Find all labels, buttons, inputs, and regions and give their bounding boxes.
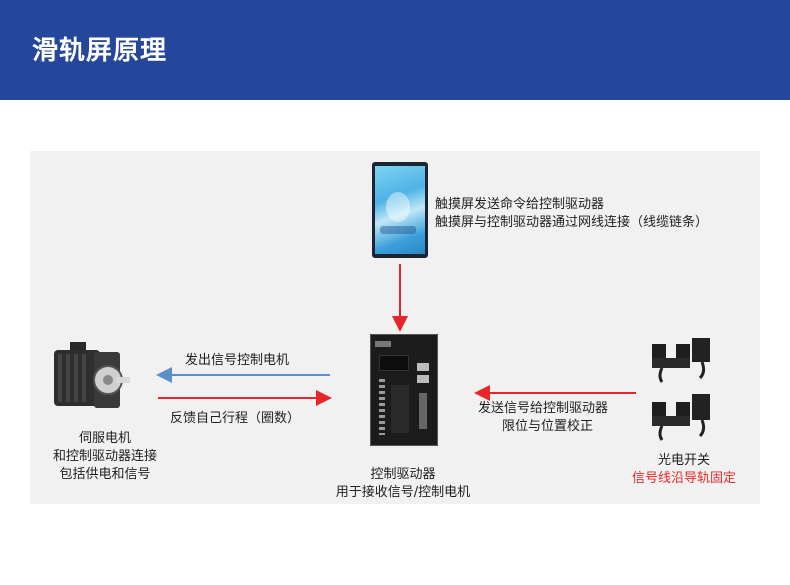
touchscreen-image [372, 162, 428, 258]
servo-motor-desc-line2: 和控制驱动器连接 [52, 449, 157, 464]
page-title: 滑轨屏原理 [32, 36, 168, 66]
touchscreen-desc-line1: 触摸屏发送命令给控制驱动器 [435, 197, 605, 212]
arrow-label-to-motor: 发出信号控制电机 [185, 353, 290, 368]
driver-image [370, 334, 438, 446]
sensor-desc-line1: 光电开关 [657, 453, 710, 468]
sensor-desc-line2: 信号线沿导轨固定 [631, 471, 736, 486]
photoelectric-switch-image [650, 332, 714, 442]
servo-motor-image [48, 340, 132, 420]
driver-desc-line1: 控制驱动器 [370, 467, 436, 482]
servo-motor-desc-line3: 包括供电和信号 [59, 467, 151, 482]
touchscreen-desc-line2: 触摸屏与控制驱动器通过网线连接（线缆链条） [435, 215, 709, 230]
arrow-label-from-motor: 反馈自己行程（圈数） [170, 411, 301, 426]
arrow-label-from-sensor-line1: 发送信号给控制驱动器 [478, 401, 609, 416]
servo-motor-desc-line1: 伺服电机 [78, 431, 131, 446]
driver-desc-line2: 用于接收信号/控制电机 [335, 485, 471, 500]
page-header: 滑轨屏原理 [0, 0, 790, 100]
arrow-label-from-sensor-line2: 限位与位置校正 [502, 419, 594, 434]
